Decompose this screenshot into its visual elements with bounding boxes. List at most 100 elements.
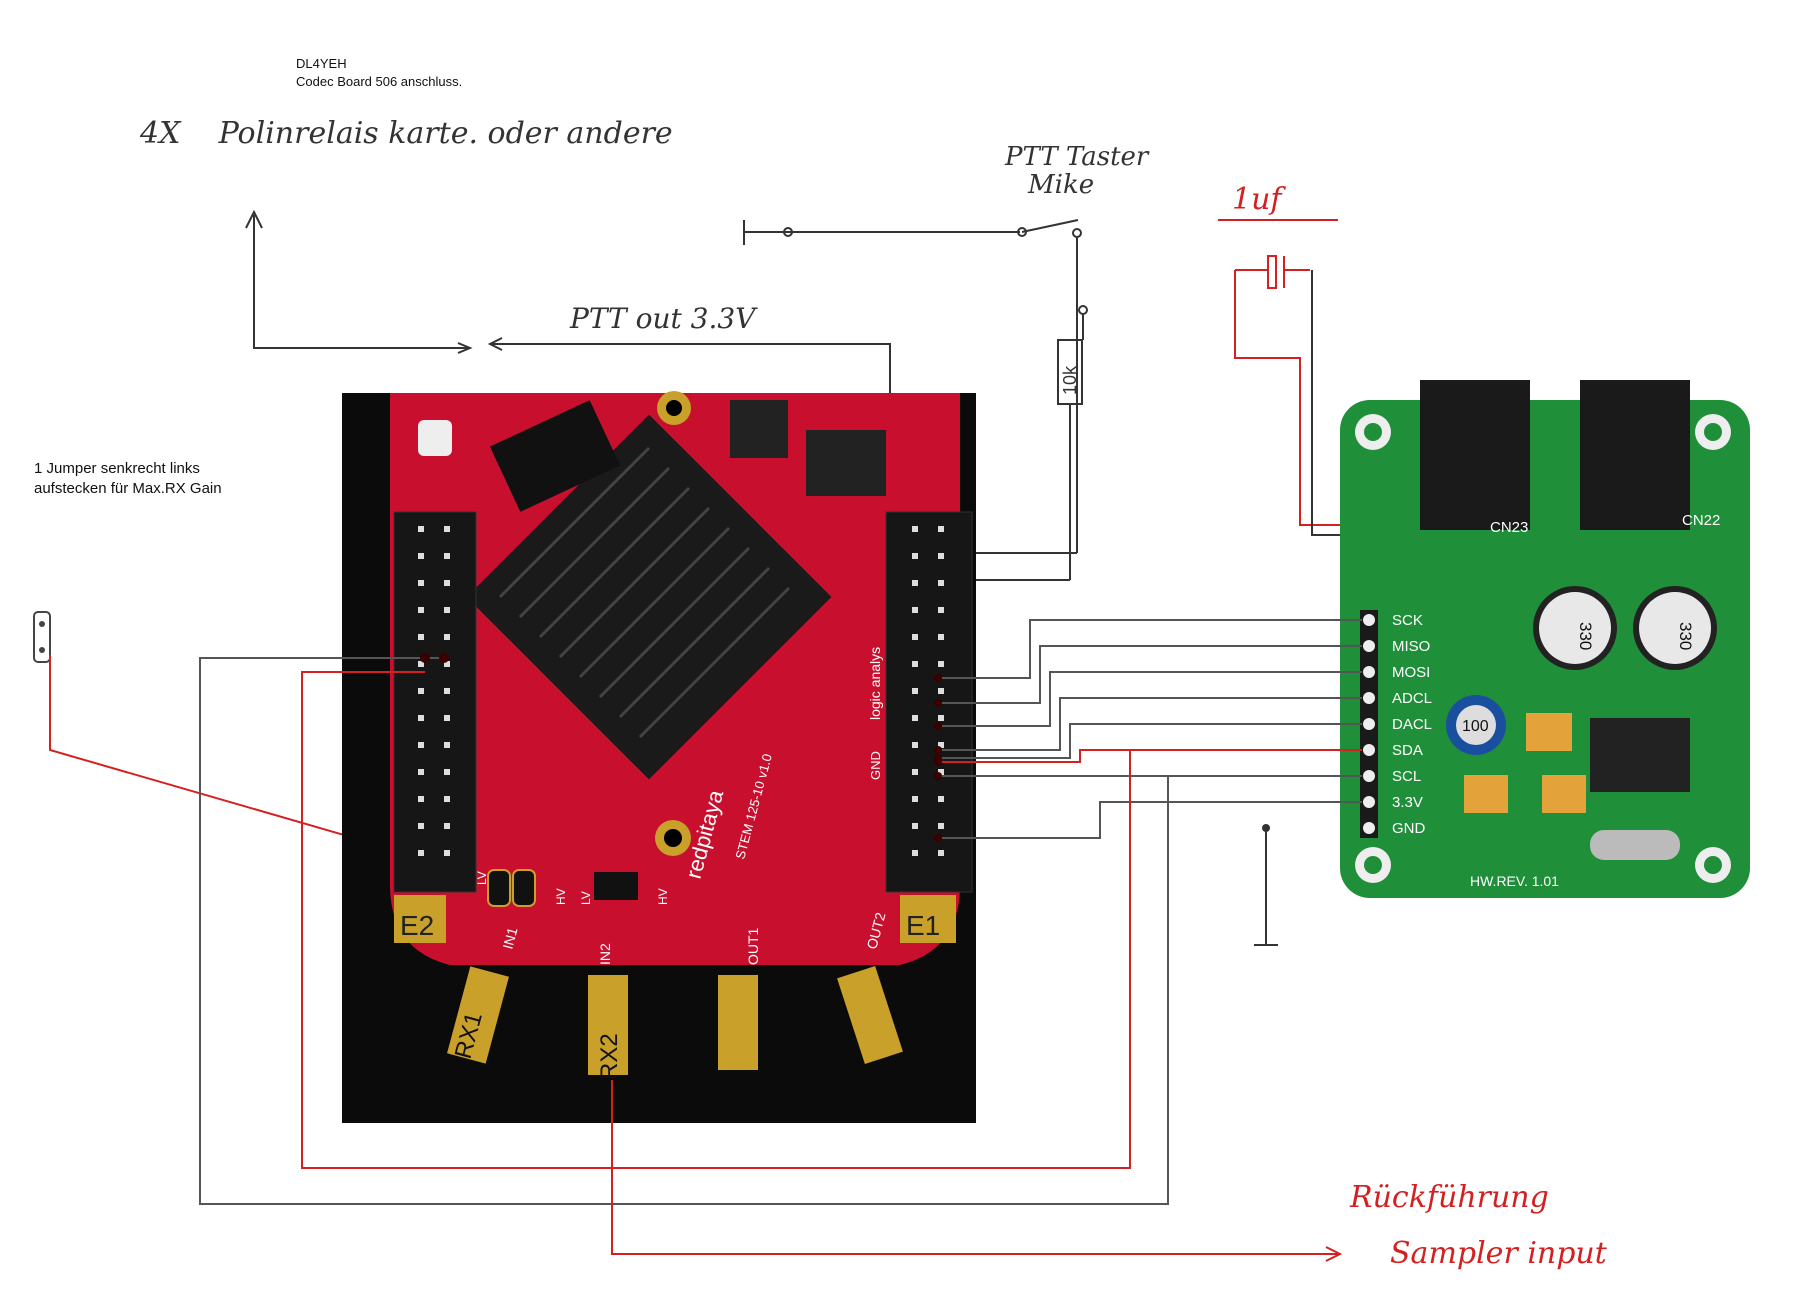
header-pin	[912, 661, 918, 667]
header-pin	[444, 823, 450, 829]
header-pin	[912, 823, 918, 829]
ptt-button-label: PTT Taster	[1005, 142, 1149, 172]
header-pin	[418, 769, 424, 775]
header-pin	[938, 715, 944, 721]
codec-pin-pad	[1363, 822, 1375, 834]
header-pin	[912, 715, 918, 721]
header-pin	[938, 769, 944, 775]
codec-pin-pad	[1363, 614, 1375, 626]
codec-pin-label: MOSI	[1392, 664, 1430, 681]
header-pin	[444, 634, 450, 640]
logic-label: logic analys	[867, 647, 883, 720]
inductor-label: 100	[1462, 718, 1489, 735]
codec-pin-label: 3.3V	[1392, 794, 1423, 811]
codec-pin-label: SCL	[1392, 768, 1421, 785]
wire-endpoint	[934, 722, 942, 730]
out1-label: OUT1	[745, 927, 761, 965]
wire-endpoint	[934, 772, 942, 780]
codec-pin-pad	[1363, 718, 1375, 730]
header-pin	[418, 796, 424, 802]
codec-pin-label: SDA	[1392, 742, 1423, 759]
capacitor-1uf	[1234, 255, 1378, 526]
codec-ic	[1590, 718, 1690, 792]
cn22-label: CN22	[1682, 512, 1720, 529]
header-pin	[444, 715, 450, 721]
audio-jack-cn23	[1420, 380, 1530, 530]
relay-card-label: 4X Polinrelais karte. oder andere	[140, 116, 673, 151]
jumper-note-2: aufstecken für Max.RX Gain	[34, 480, 222, 497]
subtitle-label: Codec Board 506 anschluss.	[296, 74, 463, 89]
header-pin	[912, 526, 918, 532]
codec-pin-label: GND	[1392, 820, 1426, 837]
header-pin	[938, 526, 944, 532]
jumper-icon	[33, 611, 51, 663]
header-pin	[938, 742, 944, 748]
hv-label-2: HV	[656, 888, 670, 905]
header-pin	[418, 715, 424, 721]
codec-pin-pad	[1363, 692, 1375, 704]
codec-pin-label: SCK	[1392, 612, 1423, 629]
header-pin	[444, 796, 450, 802]
signal-wire	[938, 671, 1362, 727]
header-pin	[912, 553, 918, 559]
e2-endpoint	[439, 653, 449, 663]
rx2-label: RX2	[596, 1033, 623, 1080]
header-pin	[938, 823, 944, 829]
signal-wire	[938, 645, 1362, 704]
header-pin	[938, 850, 944, 856]
signal-wire	[938, 801, 1362, 839]
wire-endpoint	[934, 746, 942, 754]
gnd-junction	[1262, 824, 1270, 832]
outer-loop-wire	[199, 657, 1169, 1205]
feedback-label-1: Rückführung	[1350, 1180, 1549, 1215]
header-pin	[418, 742, 424, 748]
codec-pin-pad	[1363, 640, 1375, 652]
header-pin	[938, 580, 944, 586]
header-pin	[444, 688, 450, 694]
header-pin	[444, 769, 450, 775]
header-pin	[912, 796, 918, 802]
header-pin	[418, 634, 424, 640]
header-pin	[418, 823, 424, 829]
header-pin	[444, 742, 450, 748]
sma-out1	[718, 975, 758, 1070]
wire-endpoint	[934, 758, 942, 766]
author-label: DL4YEH	[296, 56, 347, 71]
header-pin	[938, 688, 944, 694]
redpitaya-board: E2 E1 redpitaya STEM 125-10 v1.0 logic a…	[342, 391, 976, 1123]
codec-board: CN23 CN22 330 330 100 HW.REV. 1.01 SCKMI…	[1340, 380, 1750, 898]
header-pin	[912, 634, 918, 640]
header-pin	[938, 634, 944, 640]
cap1-value: 330	[1576, 622, 1595, 650]
signal-wire	[938, 619, 1362, 679]
ptt-mike-label: Mike	[1028, 170, 1095, 200]
header-pin	[418, 526, 424, 532]
cn23-label: CN23	[1490, 519, 1528, 536]
capacitor-label: 1uf	[1232, 182, 1282, 217]
header-pin	[444, 607, 450, 613]
feedback-label-2: Sampler input	[1390, 1236, 1607, 1271]
header-pin	[912, 688, 918, 694]
jumper-in2	[594, 872, 638, 900]
relay-arrows	[245, 209, 473, 354]
header-pin	[418, 580, 424, 586]
signal-wire	[938, 723, 1362, 759]
header-pin	[418, 607, 424, 613]
wire-endpoint	[934, 834, 942, 842]
header-pin	[418, 661, 424, 667]
audio-jack-cn22	[1580, 380, 1690, 530]
header-pin	[444, 580, 450, 586]
jumper-note-1: 1 Jumper senkrecht links	[34, 460, 200, 477]
header-pin	[912, 742, 918, 748]
codec-pin-label: DACL	[1392, 716, 1432, 733]
cap2-value: 330	[1676, 622, 1695, 650]
header-pin	[938, 553, 944, 559]
connector-e2-label: E2	[400, 910, 434, 941]
header-pin	[418, 688, 424, 694]
jumper-in1-b	[512, 869, 536, 907]
wire-endpoint	[934, 674, 942, 682]
codec-pin-label: MISO	[1392, 638, 1430, 655]
header-pin	[912, 580, 918, 586]
sma-in2: RX2	[588, 975, 628, 1080]
jumper-in1-a	[487, 869, 511, 907]
